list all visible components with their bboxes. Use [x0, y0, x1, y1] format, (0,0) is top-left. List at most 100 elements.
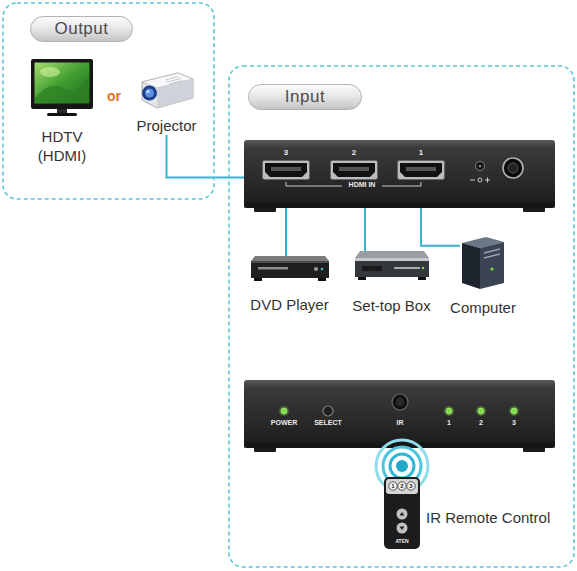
shape-part [157, 79, 193, 108]
cable-line [167, 135, 245, 177]
shape-part [355, 258, 429, 277]
button-number: 3 [407, 482, 415, 490]
shape-part [400, 163, 442, 177]
hdmi-socket [397, 160, 445, 180]
panel-label: HDMI IN [349, 181, 376, 189]
shape-part [490, 267, 493, 270]
shape-part [323, 406, 333, 416]
shape-part [254, 278, 262, 281]
shape-part [444, 406, 454, 416]
shape-part [35, 74, 89, 103]
port-number: 2 [330, 148, 378, 157]
shape-part [251, 261, 329, 278]
button-number: 1 [389, 482, 397, 490]
shape-part [47, 113, 77, 116]
shape-part [476, 406, 486, 416]
shape-part [398, 482, 406, 490]
shape-part [244, 140, 555, 208]
remote-label: IR Remote Control [426, 508, 550, 527]
shape-part [509, 406, 519, 416]
projector-device: Projector [135, 68, 198, 135]
shape-part [400, 527, 405, 531]
input-region: InputHDMI IN321DVD PlayerSet-top BoxComp… [228, 65, 575, 568]
shape-part [418, 277, 426, 280]
shape-part [480, 242, 504, 289]
device-label: Set-top Box [351, 296, 432, 315]
shape-part [355, 251, 429, 258]
shape-part [376, 440, 428, 492]
device-icon [139, 68, 195, 112]
device-label: HDTV (HDMI) [31, 127, 93, 165]
shape-part [392, 394, 408, 410]
shape-part [244, 380, 555, 448]
hdmi-socket [262, 160, 310, 180]
port-number: 1 [397, 148, 445, 157]
shape-part [263, 161, 310, 180]
shape-part [281, 408, 287, 414]
shape-part [142, 73, 193, 108]
shape-part [251, 256, 329, 261]
shape-part [145, 89, 154, 98]
shape-part [142, 86, 157, 101]
shape-part [394, 267, 420, 269]
shape-part [40, 67, 60, 77]
switch-front-panel: POWERSELECTIR123 [244, 380, 555, 448]
shape-part [229, 66, 574, 567]
shape-part [508, 163, 518, 173]
shape-part [35, 63, 90, 104]
button-number: 2 [398, 482, 406, 490]
shape-part [479, 165, 482, 168]
device-icon [460, 235, 506, 289]
shape-part [3, 3, 214, 199]
shape-part [333, 163, 375, 177]
hdmi-port: 1 [397, 160, 445, 180]
panel-label: 3 [512, 419, 516, 427]
shape-part [244, 202, 555, 208]
switch-rear-panel: HDMI IN321 [244, 140, 555, 208]
shape-part [358, 277, 366, 280]
shape-part [397, 509, 408, 520]
panel-label: POWER [271, 419, 297, 427]
shape-part [476, 162, 485, 171]
hdtv-device: HDTV (HDMI) [30, 58, 94, 165]
device-icon [354, 251, 430, 281]
hdmi-port: 2 [330, 160, 378, 180]
shape-part [390, 454, 414, 478]
shape-part [339, 167, 369, 171]
shape-part [396, 398, 404, 406]
device-icon [30, 58, 94, 118]
shape-part [397, 523, 408, 534]
computer: Computer [460, 235, 506, 289]
panel-label: SELECT [314, 419, 342, 427]
switch-body [244, 380, 555, 448]
shape-part [265, 163, 307, 177]
panel-label: 2 [479, 419, 483, 427]
shape-part [470, 178, 490, 183]
port-number: 3 [262, 148, 310, 157]
brand-logo: ATEN [392, 537, 412, 545]
shape-part [31, 59, 93, 109]
region-heading: Output [30, 16, 133, 42]
shape-part [165, 77, 183, 85]
device-label: DVD Player [249, 295, 330, 314]
shape-part [389, 482, 397, 490]
shape-part [271, 167, 301, 171]
shape-part [320, 268, 322, 270]
shape-part [503, 158, 523, 178]
device-label: Computer [449, 298, 517, 317]
shape-part [478, 408, 484, 414]
shape-part [258, 267, 288, 270]
shape-part [398, 161, 445, 180]
device-icon [250, 256, 330, 282]
hdmi-port: 3 [262, 160, 310, 180]
shape-part [511, 408, 517, 414]
shape-part [251, 261, 329, 263]
shape-part [146, 90, 149, 93]
shape-part [396, 460, 408, 472]
shape-part [57, 109, 67, 113]
shape-part [314, 267, 318, 271]
shape-part [400, 512, 405, 516]
panel-label: IR [397, 419, 404, 427]
region-heading: Input [248, 84, 362, 110]
